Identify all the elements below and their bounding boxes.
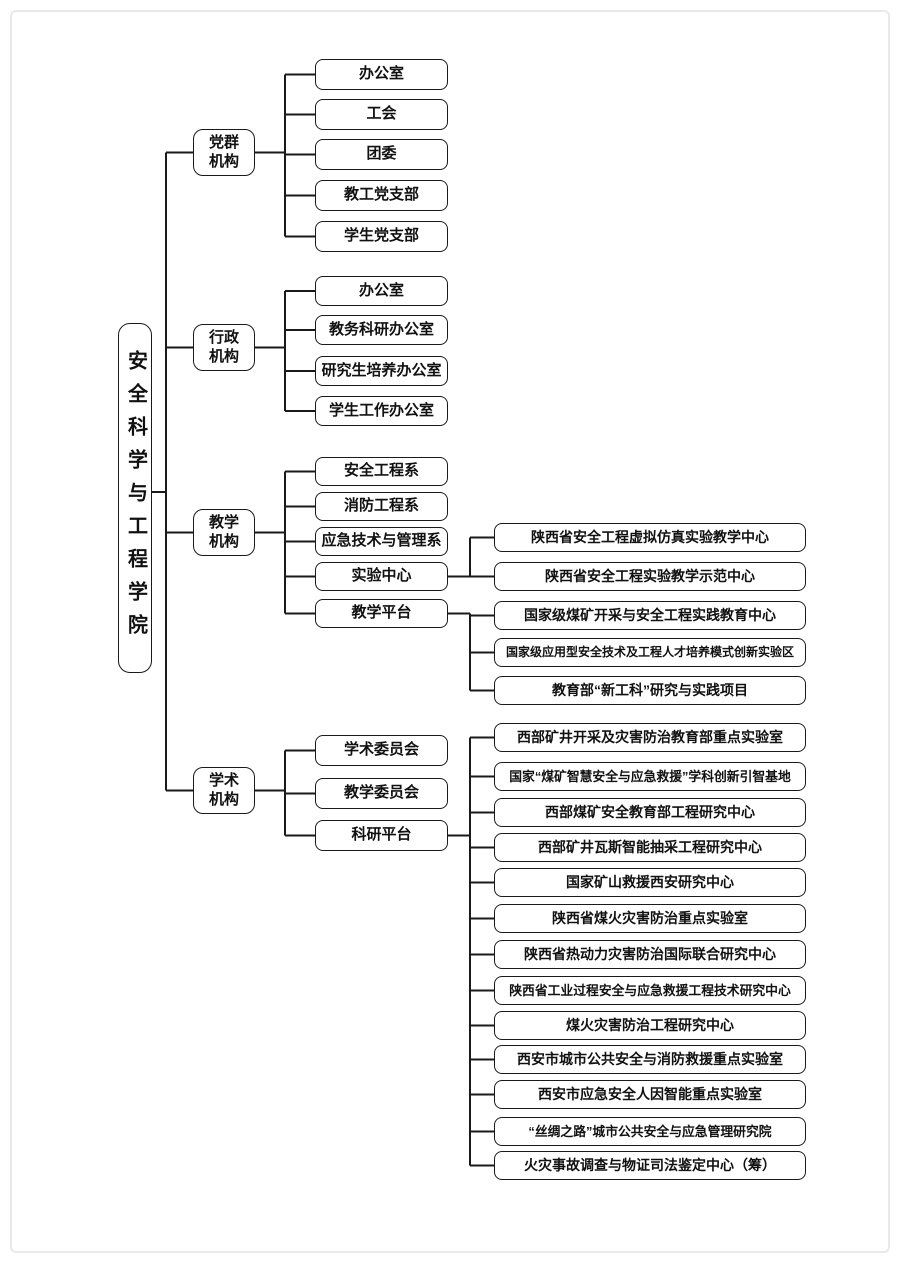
teaching-node: 应急技术与管理系	[315, 527, 448, 556]
teaching-node-lab-center: 实验中心	[315, 562, 448, 591]
research-node: 西部煤矿安全教育部工程研究中心	[494, 798, 806, 827]
teaching-node: 消防工程系	[315, 492, 448, 521]
research-node: 陕西省工业过程安全与应急救援工程技术研究中心	[494, 976, 806, 1005]
platform-sub-node: 教育部“新工科”研究与实践项目	[494, 676, 806, 705]
platform-sub-node: 国家级应用型安全技术及工程人才培养模式创新实验区	[494, 638, 806, 667]
research-node: 西部矿井瓦斯智能抽采工程研究中心	[494, 833, 806, 862]
party-node: 学生党支部	[315, 221, 448, 252]
teaching-node: 安全工程系	[315, 457, 448, 486]
research-node: “丝绸之路”城市公共安全与应急管理研究院	[494, 1117, 806, 1146]
research-node: 国家矿山救援西安研究中心	[494, 868, 806, 897]
root-node: 安全科学与工程学院	[118, 323, 152, 673]
research-node: 西部矿井开采及灾害防治教育部重点实验室	[494, 723, 806, 752]
admin-node: 教务科研办公室	[315, 315, 448, 345]
branch-party: 党群 机构	[193, 129, 255, 176]
academic-node: 学术委员会	[315, 735, 448, 766]
admin-node: 学生工作办公室	[315, 396, 448, 426]
academic-node: 教学委员会	[315, 778, 448, 809]
research-node: 火灾事故调查与物证司法鉴定中心（筹）	[494, 1151, 806, 1180]
teaching-node-platform: 教学平台	[315, 599, 448, 628]
research-node: 西安市城市公共安全与消防救援重点实验室	[494, 1045, 806, 1074]
admin-node: 办公室	[315, 276, 448, 306]
party-node: 团委	[315, 139, 448, 170]
lab-center-sub-node: 陕西省安全工程实验教学示范中心	[494, 562, 806, 591]
research-node: 西安市应急安全人因智能重点实验室	[494, 1080, 806, 1109]
academic-node-research-platform: 科研平台	[315, 820, 448, 851]
branch-admin: 行政 机构	[193, 324, 255, 371]
party-node: 工会	[315, 99, 448, 130]
research-node: 陕西省煤火灾害防治重点实验室	[494, 904, 806, 933]
branch-teaching: 教学 机构	[193, 509, 255, 556]
lab-center-sub-node: 陕西省安全工程虚拟仿真实验教学中心	[494, 523, 806, 552]
admin-node: 研究生培养办公室	[315, 356, 448, 386]
platform-sub-node: 国家级煤矿开采与安全工程实践教育中心	[494, 601, 806, 630]
party-node: 教工党支部	[315, 180, 448, 211]
research-node: 煤火灾害防治工程研究中心	[494, 1011, 806, 1040]
party-node: 办公室	[315, 59, 448, 90]
branch-academic: 学术 机构	[193, 767, 255, 814]
research-node: 陕西省热动力灾害防治国际联合研究中心	[494, 940, 806, 969]
research-node: 国家“煤矿智慧安全与应急救援”学科创新引智基地	[494, 762, 806, 791]
